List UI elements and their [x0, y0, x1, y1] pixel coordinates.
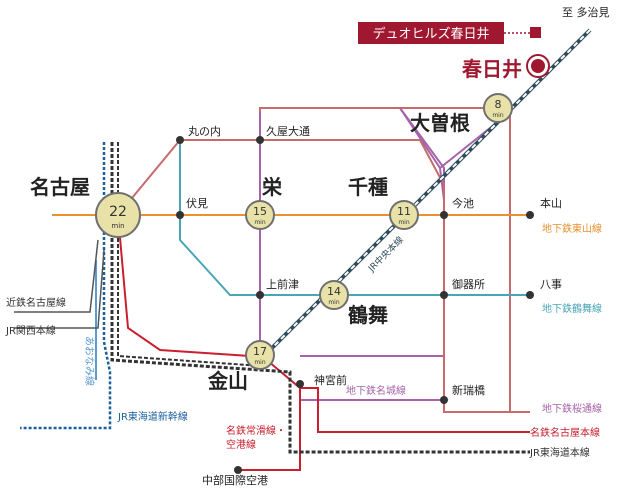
kanayama-name: 金山 — [207, 369, 248, 393]
hisaya-odori-name: 久屋大通 — [266, 124, 310, 138]
yagoto-name: 八事 — [540, 278, 562, 291]
meitetsu-line — [117, 214, 530, 471]
kanayama-station: 17 min — [245, 340, 275, 370]
hisaya-odori-dot — [256, 136, 264, 144]
chubu-airport-name: 中部国際空港 — [202, 473, 268, 487]
chikusa-min-unit: min — [398, 219, 410, 226]
kintetsu-label: 近鉄名古屋線 — [6, 296, 66, 309]
aonami-label: あおなみ線 — [83, 336, 96, 386]
shinkansen-label: JR東海道新幹線 — [117, 410, 188, 423]
chikusa-name: 千種 — [348, 175, 388, 199]
callout-label: デュオヒルズ春日井 — [372, 26, 489, 42]
sakuradori-label: 地下鉄桜通線 — [542, 402, 602, 415]
kintetsu-line — [14, 239, 105, 329]
motoyama-dot — [526, 211, 534, 219]
kanayama-minutes: 17 — [253, 345, 267, 358]
tsurumai-line — [179, 140, 530, 296]
fushimi-dot — [176, 211, 184, 219]
kasugai-station — [526, 54, 550, 78]
kansai-label: JR関西本線 — [5, 324, 56, 337]
tsurumai-name: 鶴舞 — [348, 303, 388, 327]
tokoname-label-1: 名鉄常滑線・ — [226, 424, 286, 437]
shinkansen-line — [20, 142, 112, 430]
imaike-dot — [440, 211, 448, 219]
higashiyama-label: 地下鉄東山線 — [542, 222, 602, 235]
sakae-min-unit: min — [254, 219, 266, 226]
tsurumai-min-unit: min — [328, 299, 340, 306]
kamimaezu-name: 上前津 — [266, 277, 299, 291]
chikusa-station: 11 min — [389, 200, 419, 230]
property-marker — [530, 27, 541, 38]
chubu-airport-dot — [234, 466, 242, 474]
marunouchi-name: 丸の内 — [188, 124, 221, 138]
nagoya-station: 22 min — [95, 192, 141, 238]
yagoto-dot — [526, 291, 534, 299]
ozone-name: 大曽根 — [410, 111, 470, 135]
meitetsu-label: 名鉄名古屋本線 — [530, 426, 600, 439]
imaike-name: 今池 — [452, 196, 474, 210]
aratamabashi-dot — [440, 396, 448, 404]
meijo-label: 地下鉄名城線 — [346, 384, 406, 397]
gokiso-dot — [440, 291, 448, 299]
ozone-station: 8 min — [483, 93, 513, 123]
tsurumai-station: 14 min — [319, 280, 349, 310]
gokiso-name: 御器所 — [452, 277, 485, 291]
tokaido-main-label: JR東海道本線 — [529, 446, 590, 459]
jingumae-name: 神宮前 — [314, 373, 347, 387]
ozone-min-unit: min — [492, 112, 504, 119]
marunouchi-dot — [176, 136, 184, 144]
chuo-label: JR中央本線 — [365, 234, 406, 275]
aratamabashi-name: 新瑞橋 — [452, 383, 485, 397]
ozone-minutes: 8 — [495, 98, 502, 111]
sakae-station: 15 min — [245, 200, 275, 230]
sakae-minutes: 15 — [253, 205, 267, 218]
jingumae-dot — [296, 380, 304, 388]
tajimi-label: 至 多治見 — [562, 5, 610, 19]
tokaido-main-line-2 — [117, 142, 263, 367]
fushimi-name: 伏見 — [186, 196, 208, 210]
kamimaezu-dot — [256, 291, 264, 299]
nagoya-min-unit: min — [111, 222, 124, 230]
tokoname-label-2: 空港線 — [226, 438, 256, 451]
tsurumai-minutes: 14 — [327, 285, 341, 298]
tokaido-main-line — [110, 142, 530, 454]
chuo-line — [260, 28, 592, 360]
nagoya-name: 名古屋 — [30, 175, 90, 199]
tsurumai-label: 地下鉄鶴舞線 — [542, 302, 602, 315]
nagoya-minutes: 22 — [109, 204, 127, 220]
kanayama-min-unit: min — [254, 359, 266, 366]
chikusa-minutes: 11 — [397, 205, 411, 218]
kasugai-name: 春日井 — [461, 57, 522, 81]
motoyama-name: 本山 — [540, 196, 562, 210]
sakae-name: 栄 — [261, 175, 283, 199]
station-dots — [176, 136, 534, 474]
property-callout: デュオヒルズ春日井 — [358, 22, 541, 44]
